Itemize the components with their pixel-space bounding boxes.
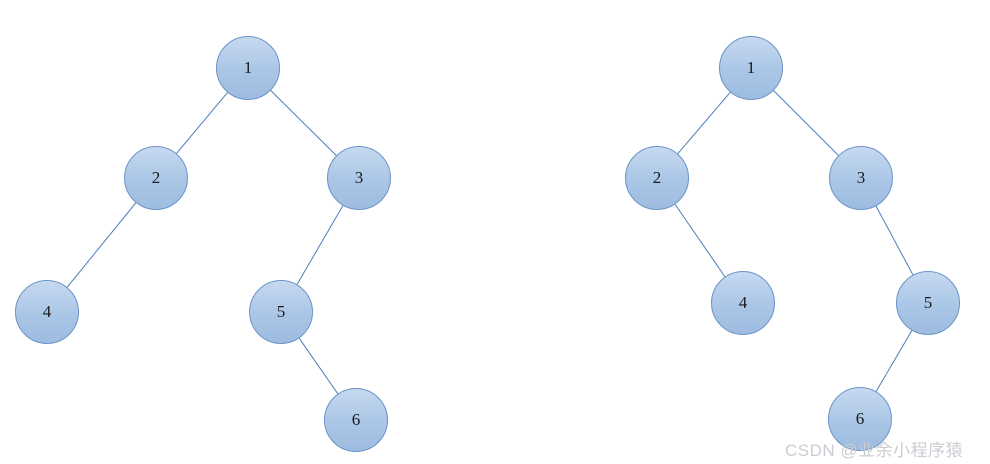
tree-node-5[interactable]: 5: [249, 280, 313, 344]
tree-edge: [298, 337, 339, 395]
tree-edge: [176, 92, 228, 154]
tree-node-5[interactable]: 5: [896, 271, 960, 335]
tree-node-1[interactable]: 1: [719, 36, 783, 100]
tree-edge: [674, 204, 726, 277]
tree-node-label: 5: [923, 292, 933, 312]
tree-edge: [875, 205, 914, 276]
tree-node-label: 2: [151, 167, 161, 187]
tree-node-label: 1: [746, 57, 756, 77]
tree-node-label: 4: [738, 292, 748, 312]
tree-edge: [66, 202, 137, 288]
tree-node-label: 3: [856, 167, 866, 187]
tree-edge: [270, 90, 337, 156]
tree-node-label: 6: [351, 409, 361, 429]
tree-node-4[interactable]: 4: [15, 280, 79, 344]
tree-node-3[interactable]: 3: [829, 146, 893, 210]
csdn-watermark: CSDN @业余小程序猿: [785, 441, 964, 460]
tree-node-4[interactable]: 4: [711, 271, 775, 335]
tree-edge: [875, 330, 913, 392]
tree-node-3[interactable]: 3: [327, 146, 391, 210]
tree-node-1[interactable]: 1: [216, 36, 280, 100]
tree-node-label: 6: [855, 408, 865, 428]
tree-node-2[interactable]: 2: [124, 146, 188, 210]
tree-edge: [296, 205, 344, 285]
tree-node-label: 4: [42, 301, 52, 321]
tree-node-label: 1: [243, 57, 253, 77]
tree-node-2[interactable]: 2: [625, 146, 689, 210]
tree-node-6[interactable]: 6: [828, 387, 892, 451]
tree-edge: [773, 90, 839, 156]
tree-node-label: 2: [652, 167, 662, 187]
tree-node-label: 3: [354, 167, 364, 187]
tree-edge: [677, 92, 731, 154]
tree-node-6[interactable]: 6: [324, 388, 388, 452]
tree-node-label: 5: [276, 301, 286, 321]
